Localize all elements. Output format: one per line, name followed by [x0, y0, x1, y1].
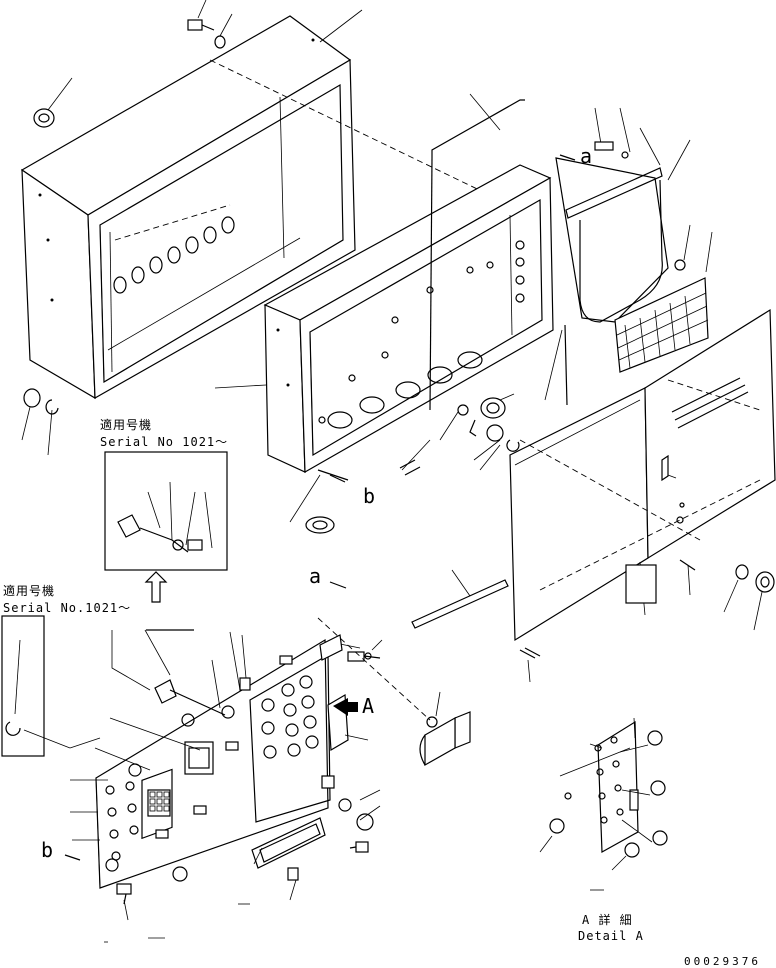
serial-left-english: Serial No.1021～ [3, 601, 132, 615]
label-plate [251, 817, 326, 901]
door-panels [509, 308, 776, 642]
storage-net [614, 224, 713, 373]
bracket-rod [399, 93, 525, 476]
ref-letter-b-mid: b [363, 484, 376, 508]
reference-arrows [64, 154, 576, 861]
bottom-leader-stubs [104, 903, 250, 943]
grommet-bottom [305, 516, 335, 534]
serial-detail-box-top [104, 451, 228, 631]
detail-a-view [539, 717, 668, 891]
grommet-top-left [33, 77, 73, 128]
serial-top-english: Serial No 1021～ [100, 435, 229, 449]
grommets-right-of-inner-box [439, 324, 568, 471]
control-panel [70, 638, 331, 889]
door-handle-bar [411, 569, 541, 683]
top-bolt-and-washer [187, 0, 363, 49]
panel-bolts [317, 617, 441, 728]
serial-detail-box-left [1, 615, 101, 757]
serial-top-japanese: 適用号機 [100, 418, 153, 432]
drawing-code: 00029376 [684, 955, 761, 968]
rubber-bumper [419, 711, 471, 767]
detail-a-japanese: A 詳 細 [582, 913, 633, 927]
view-arrow-a [333, 698, 358, 716]
serial-left-japanese: 適用号機 [3, 584, 56, 598]
ref-letter-a-mid: a [309, 564, 322, 588]
keypad-grid [149, 791, 170, 812]
ref-letter-a-top: a [580, 144, 593, 168]
inner-box [214, 164, 554, 523]
inspection-cover [555, 107, 691, 323]
outer-enclosure-box [20, 15, 501, 400]
grommet-ring-left [21, 388, 59, 456]
detail-ref-letter-a: A [362, 694, 375, 718]
ref-letter-b-left: b [41, 838, 54, 862]
detail-a-english: Detail A [578, 929, 644, 943]
panel-bottom-bolts [116, 866, 188, 921]
door-fittings [723, 564, 775, 631]
